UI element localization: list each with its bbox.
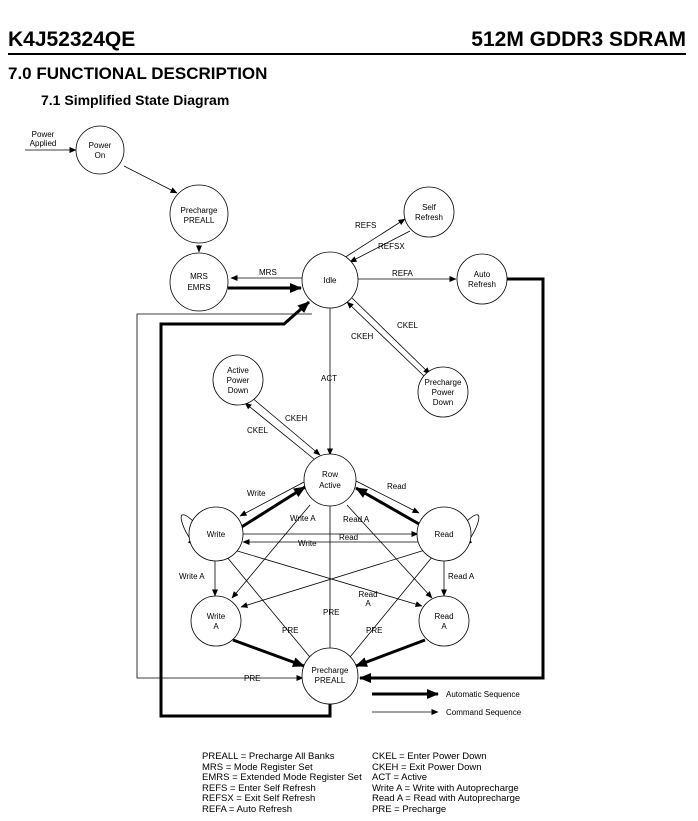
product-name: 512M GDDR3 SDRAM <box>471 28 686 51</box>
arrow-rowactive-write <box>239 481 305 517</box>
label-read-top: Read <box>387 482 406 491</box>
label-refs: REFS <box>355 221 376 230</box>
label-write-a-mid: Write A <box>290 514 316 523</box>
state-row-active <box>303 453 357 507</box>
part-number: K4J52324QE <box>8 28 136 51</box>
state-circles <box>75 125 508 705</box>
label-pre-left: PRE <box>282 626 298 635</box>
state-write <box>188 506 244 562</box>
label-idle: Idle <box>324 276 337 285</box>
arrow-autorefresh-precharge <box>359 277 545 683</box>
state-mrs-emrs <box>169 252 229 312</box>
abbr-item: EMRS = Extended Mode Register Set <box>202 772 362 783</box>
abbr-item: MRS = Mode Register Set <box>202 761 313 773</box>
section-title: 7.0 FUNCTIONAL DESCRIPTION <box>8 64 268 83</box>
arrow-pre-left-loop <box>136 313 312 681</box>
arrow-precharge-idle-loop <box>159 300 332 718</box>
arrow-reada-precharge <box>355 638 426 668</box>
label-read-mid: Read <box>339 533 358 542</box>
header-rule <box>8 53 686 55</box>
label-write-a-left: Write A <box>179 572 205 581</box>
arrow-ckel-right <box>351 297 431 375</box>
label-refsx: REFSX <box>378 242 405 251</box>
arrow-refs <box>343 218 406 259</box>
legend-command-label: Command Sequence <box>446 708 522 717</box>
state-active-power-down <box>212 354 264 406</box>
state-self-refresh <box>403 186 455 238</box>
state-precharge-top <box>169 184 229 244</box>
abbr-item: REFS = Enter Self Refresh <box>202 782 316 794</box>
arrow-rowactive-reada <box>346 504 433 599</box>
arrow-write-rowactive <box>239 485 306 530</box>
label-pre-bottom: PRE <box>244 674 260 683</box>
abbr-item: CKEL = Enter Power Down <box>372 751 487 762</box>
arrow-writea-precharge <box>232 638 305 668</box>
arrow-ckel-left <box>250 396 321 456</box>
legend-automatic-label: Automatic Sequence <box>446 690 520 699</box>
arrow-write-reada <box>233 549 423 608</box>
arrow-read-writea <box>240 549 426 608</box>
label-mrs-cmd: MRS <box>259 268 277 277</box>
label-ckel-left: CKEL <box>247 426 268 435</box>
arrow-read-rowactive <box>355 486 420 526</box>
abbreviations-right: CKEL = Enter Power Down CKEH = Exit Powe… <box>372 751 521 815</box>
label-pre-right: PRE <box>366 626 382 635</box>
arrow-ckeh-left <box>244 402 315 460</box>
abbr-item: REFSX = Exit Self Refresh <box>202 793 316 804</box>
label-read-a-right: Read A <box>448 572 475 581</box>
arrow-poweron-precharge <box>123 165 178 194</box>
command-arrows <box>25 147 480 715</box>
arrow-read-precharge <box>345 555 434 663</box>
state-power-on <box>75 125 125 175</box>
arrow-ckeh-right <box>346 301 425 377</box>
state-read-a <box>418 595 470 647</box>
label-write-top: Write <box>247 489 266 498</box>
abbreviations-left: PREALL = Precharge All Banks MRS = Mode … <box>202 751 362 815</box>
arrow-rowactive-read <box>355 480 420 514</box>
state-precharge-power-down <box>417 366 469 418</box>
label-pre-center: PRE <box>323 608 339 617</box>
arrow-refsx <box>349 230 411 263</box>
label-refa: REFA <box>392 269 414 278</box>
label-read: Read <box>434 530 453 539</box>
label-write-mid: Write <box>298 539 317 548</box>
abbr-item: PRE = Precharge <box>372 803 447 815</box>
state-idle <box>301 251 359 309</box>
abbr-item: CKEH = Exit Power Down <box>372 761 482 773</box>
state-precharge-bottom <box>301 647 359 705</box>
label-read-a-mid: Read A <box>343 515 370 524</box>
label-ckeh-right: CKEH <box>351 332 373 341</box>
label-ckeh-left: CKEH <box>285 414 307 423</box>
label-ckel-right: CKEL <box>397 321 418 330</box>
label-act: ACT <box>321 374 337 383</box>
abbr-item: ACT = Active <box>372 772 428 783</box>
abbr-item: Read A = Read with Autoprecharge <box>372 793 521 804</box>
state-write-a <box>190 595 242 647</box>
state-auto-refresh <box>456 253 508 305</box>
arrow-rowactive-writea <box>231 504 311 599</box>
subsection-title: 7.1 Simplified State Diagram <box>41 92 230 108</box>
abbr-item: PREALL = Precharge All Banks <box>202 751 335 762</box>
abbr-item: Write A = Write with Autoprecharge <box>372 782 519 794</box>
automatic-arrows <box>159 277 545 718</box>
label-write: Write <box>207 530 226 539</box>
state-read <box>416 506 472 562</box>
arrow-write-precharge <box>225 555 315 663</box>
abbr-item: REFA = Auto Refresh <box>202 803 293 815</box>
